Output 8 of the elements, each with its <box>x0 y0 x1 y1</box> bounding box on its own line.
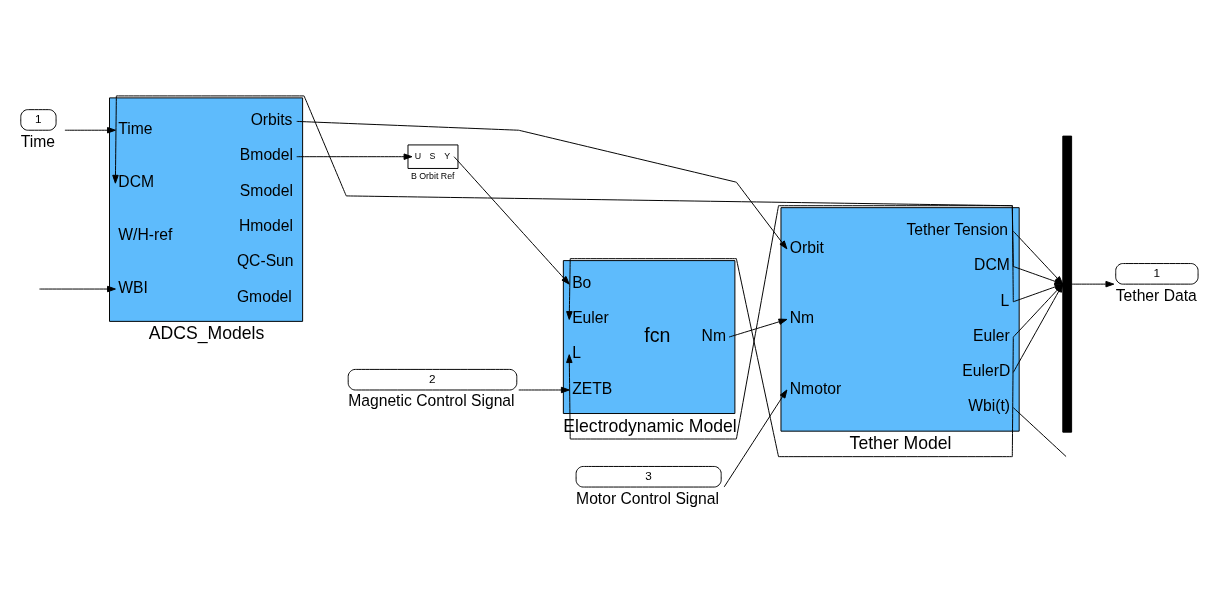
node-label: Electrodynamic Model <box>563 415 737 436</box>
node-label: Tether Model <box>849 433 952 454</box>
node-label: Tether Data <box>1115 286 1197 304</box>
node-label: Magnetic Control Signal <box>348 392 515 410</box>
node-label: Motor Control Signal <box>576 489 719 507</box>
node-label: Time <box>20 132 56 150</box>
node-label: B Orbit Ref <box>410 171 455 182</box>
node-label: ADCS_Models <box>148 323 265 344</box>
